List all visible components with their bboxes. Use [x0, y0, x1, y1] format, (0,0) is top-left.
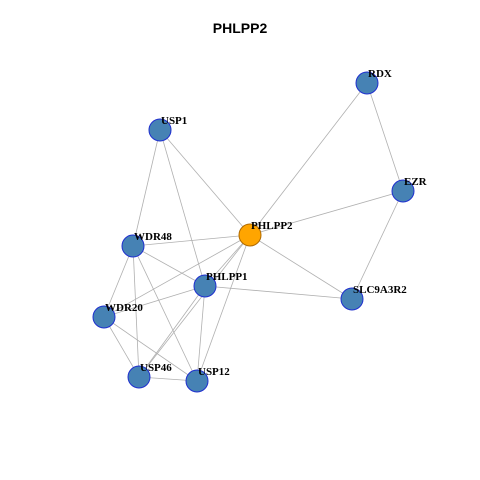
node-label-usp1: USP1 [161, 115, 187, 127]
edge-phlpp2-usp46 [138, 234, 251, 378]
edge-rdx-phlpp2 [249, 82, 368, 236]
node-label-usp46: USP46 [140, 362, 172, 374]
node-usp1 [148, 118, 172, 142]
edge-usp1-wdr48 [132, 129, 161, 247]
edge-rdx-ezr [366, 82, 404, 192]
edge-phlpp1-usp12 [196, 285, 206, 382]
edge-usp1-phlpp1 [159, 129, 206, 287]
edge-wdr20-usp46 [103, 316, 140, 378]
edge-wdr48-phlpp1 [132, 245, 206, 287]
node-layer [92, 71, 415, 393]
edge-phlpp2-wdr20 [103, 234, 251, 318]
node-label-ezr: EZR [404, 176, 428, 188]
node-usp12 [185, 369, 209, 393]
edge-phlpp2-wdr48 [132, 234, 251, 247]
edge-ezr-phlpp2 [249, 190, 404, 236]
edge-wdr20-usp12 [103, 316, 198, 382]
edge-phlpp1-wdr20 [103, 285, 206, 318]
node-phlpp1 [193, 274, 217, 298]
node-label-rdx: RDX [368, 68, 392, 80]
node-label-usp12: USP12 [198, 366, 230, 378]
node-wdr20 [92, 305, 116, 329]
node-label-slc9a3r2: SLC9A3R2 [353, 284, 407, 296]
node-wdr48 [121, 234, 145, 258]
node-rdx [355, 71, 379, 95]
edge-ezr-slc9a3r2 [351, 190, 404, 300]
edge-phlpp2-usp12 [196, 234, 251, 382]
node-usp46 [127, 365, 151, 389]
node-slc9a3r2 [340, 287, 364, 311]
edge-wdr48-usp46 [132, 245, 140, 378]
edge-usp1-phlpp2 [159, 129, 251, 236]
node-label-phlpp1: PHLPP1 [206, 271, 248, 283]
node-phlpp2 [238, 223, 262, 247]
diagram-title: PHLPP2 [212, 20, 268, 36]
edge-phlpp1-slc9a3r2 [204, 285, 353, 300]
edge-layer [103, 82, 404, 382]
edge-phlpp1-usp46 [138, 285, 206, 378]
node-label-phlpp2: PHLPP2 [251, 220, 293, 232]
edge-phlpp2-slc9a3r2 [249, 234, 353, 300]
edge-wdr48-usp12 [132, 245, 198, 382]
node-label-wdr20: WDR20 [105, 302, 143, 314]
edge-wdr48-wdr20 [103, 245, 134, 318]
node-ezr [391, 179, 415, 203]
label-layer: RDX EZR USP1PHLPP2WDR48PHLPP1SLC9A3R2WDR20… [105, 68, 428, 378]
node-label-wdr48: WDR48 [134, 231, 172, 243]
